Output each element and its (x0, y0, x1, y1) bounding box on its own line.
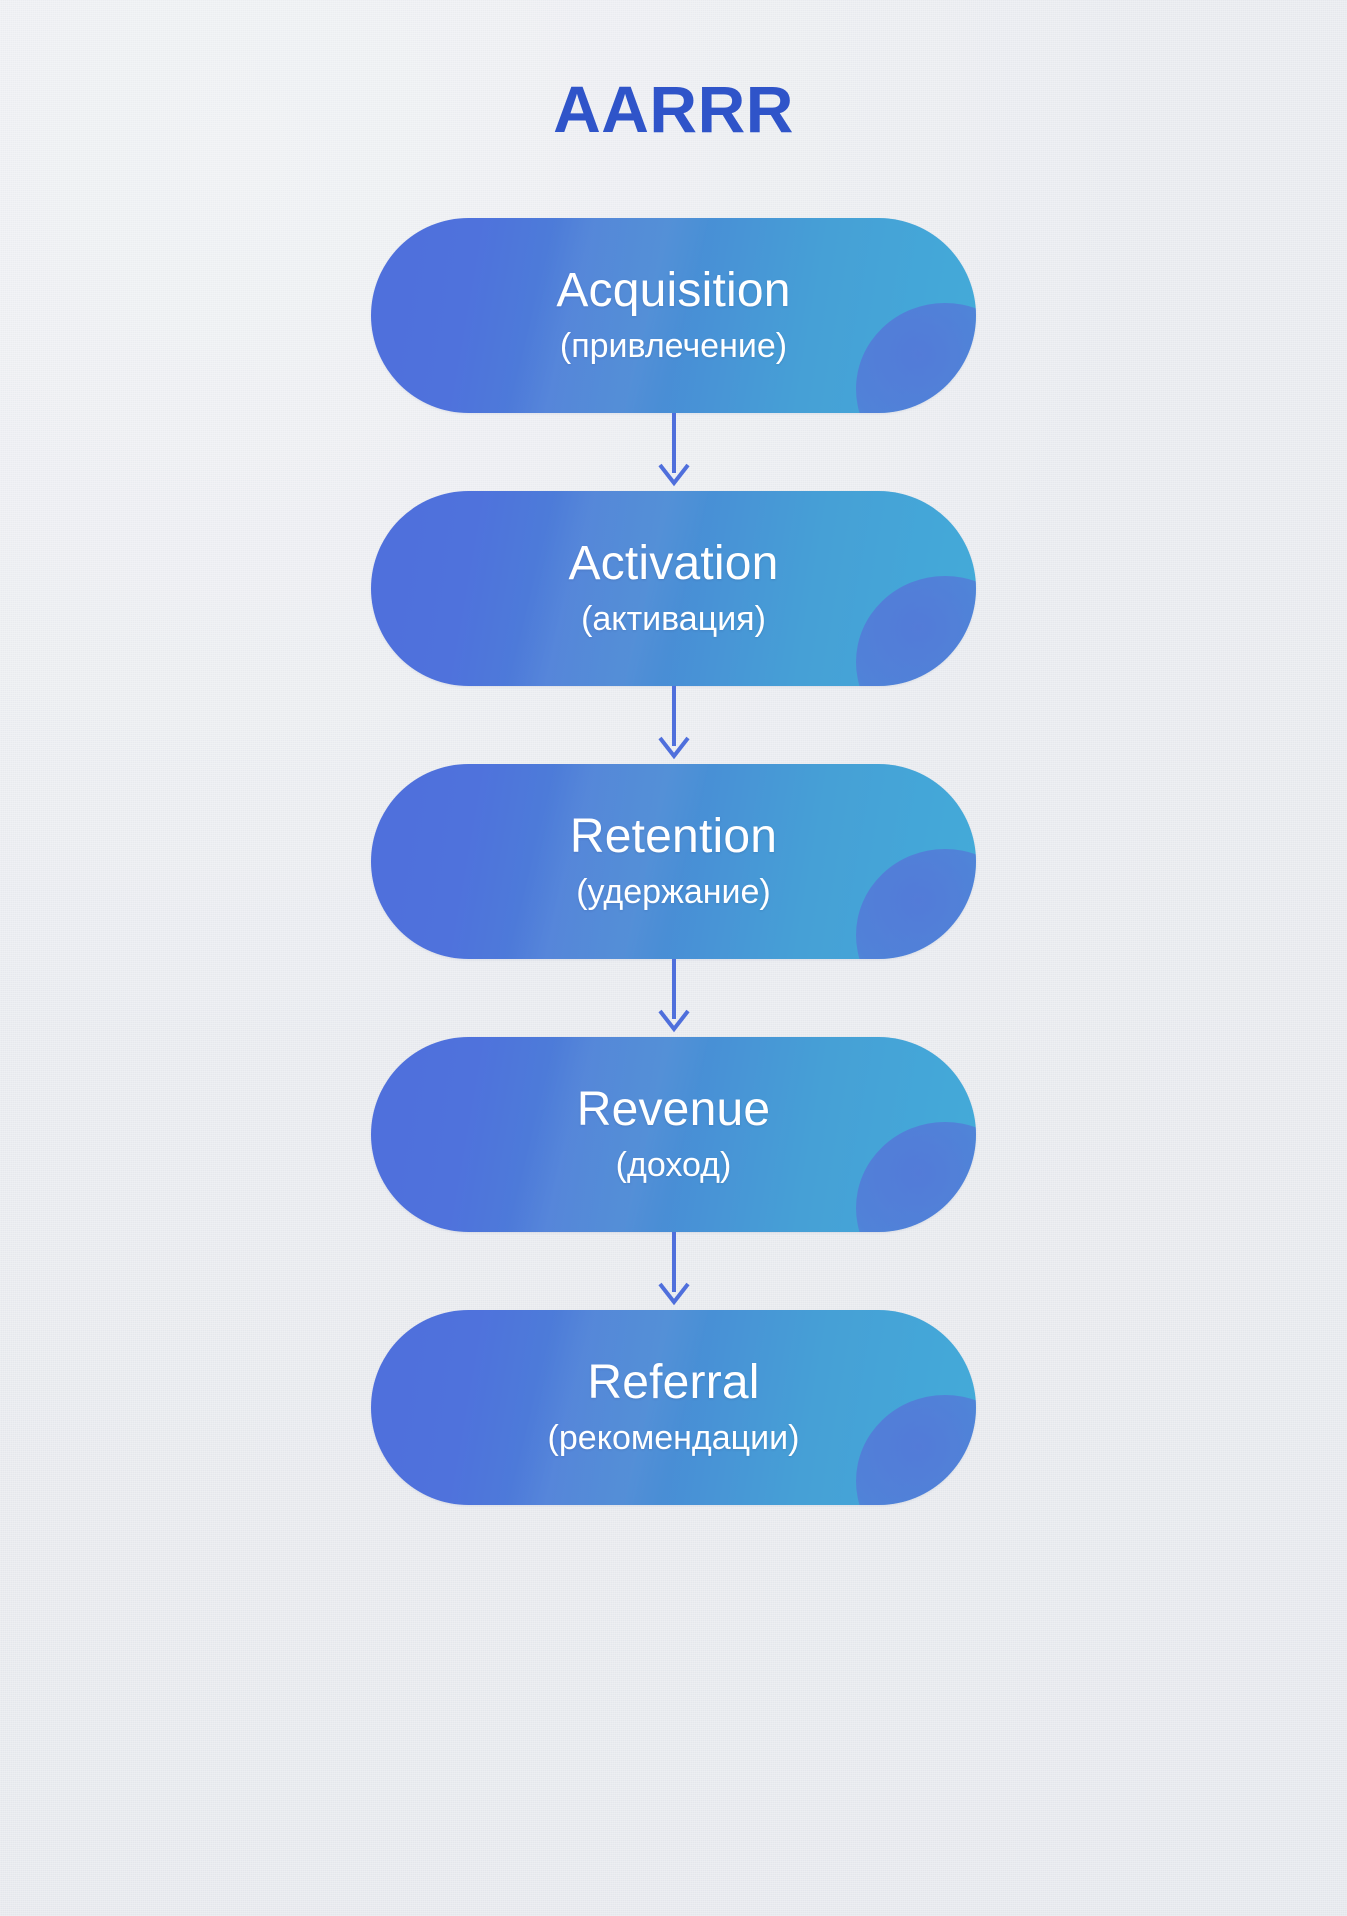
page-title: AARRR (553, 72, 794, 146)
decorative-blob-icon (856, 576, 976, 686)
funnel-step-sublabel: (удержание) (576, 872, 771, 911)
down-arrow-icon (657, 959, 690, 1033)
funnel-step: Acquisition (привлечение) (0, 218, 1347, 413)
funnel-step-sublabel: (рекомендации) (547, 1418, 800, 1457)
decorative-blob-icon (856, 303, 976, 413)
funnel-step-label: Retention (569, 810, 778, 864)
funnel-step-pill[interactable]: Acquisition (привлечение) (371, 218, 976, 413)
funnel-step-pill[interactable]: Referral (рекомендации) (371, 1310, 976, 1505)
funnel-step-sublabel: (привлечение) (559, 326, 788, 365)
funnel-step-pill[interactable]: Revenue (доход) (371, 1037, 976, 1232)
funnel-step: Revenue (доход) (0, 1037, 1347, 1232)
funnel-step-label: Acquisition (556, 264, 791, 318)
funnel-step: Retention (удержание) (0, 764, 1347, 959)
funnel-step-label: Activation (568, 537, 779, 591)
funnel-step-sublabel: (доход) (615, 1145, 732, 1184)
decorative-blob-icon (856, 849, 976, 959)
funnel-step-pill[interactable]: Activation (активация) (371, 491, 976, 686)
funnel-step-sublabel: (активация) (581, 599, 766, 638)
step-connector (0, 1232, 1347, 1310)
step-connector (0, 413, 1347, 491)
funnel-steps-list: Acquisition (привлечение) Activation (актив… (0, 218, 1347, 1505)
funnel-step: Activation (активация) (0, 491, 1347, 686)
funnel-step-pill[interactable]: Retention (удержание) (371, 764, 976, 959)
funnel-step-label: Revenue (576, 1083, 771, 1137)
down-arrow-icon (657, 1232, 690, 1306)
decorative-blob-icon (856, 1122, 976, 1232)
funnel-step: Referral (рекомендации) (0, 1310, 1347, 1505)
step-connector (0, 686, 1347, 764)
down-arrow-icon (657, 686, 690, 760)
decorative-blob-icon (856, 1395, 976, 1505)
down-arrow-icon (657, 413, 690, 487)
step-connector (0, 959, 1347, 1037)
funnel-step-label: Referral (587, 1356, 760, 1410)
